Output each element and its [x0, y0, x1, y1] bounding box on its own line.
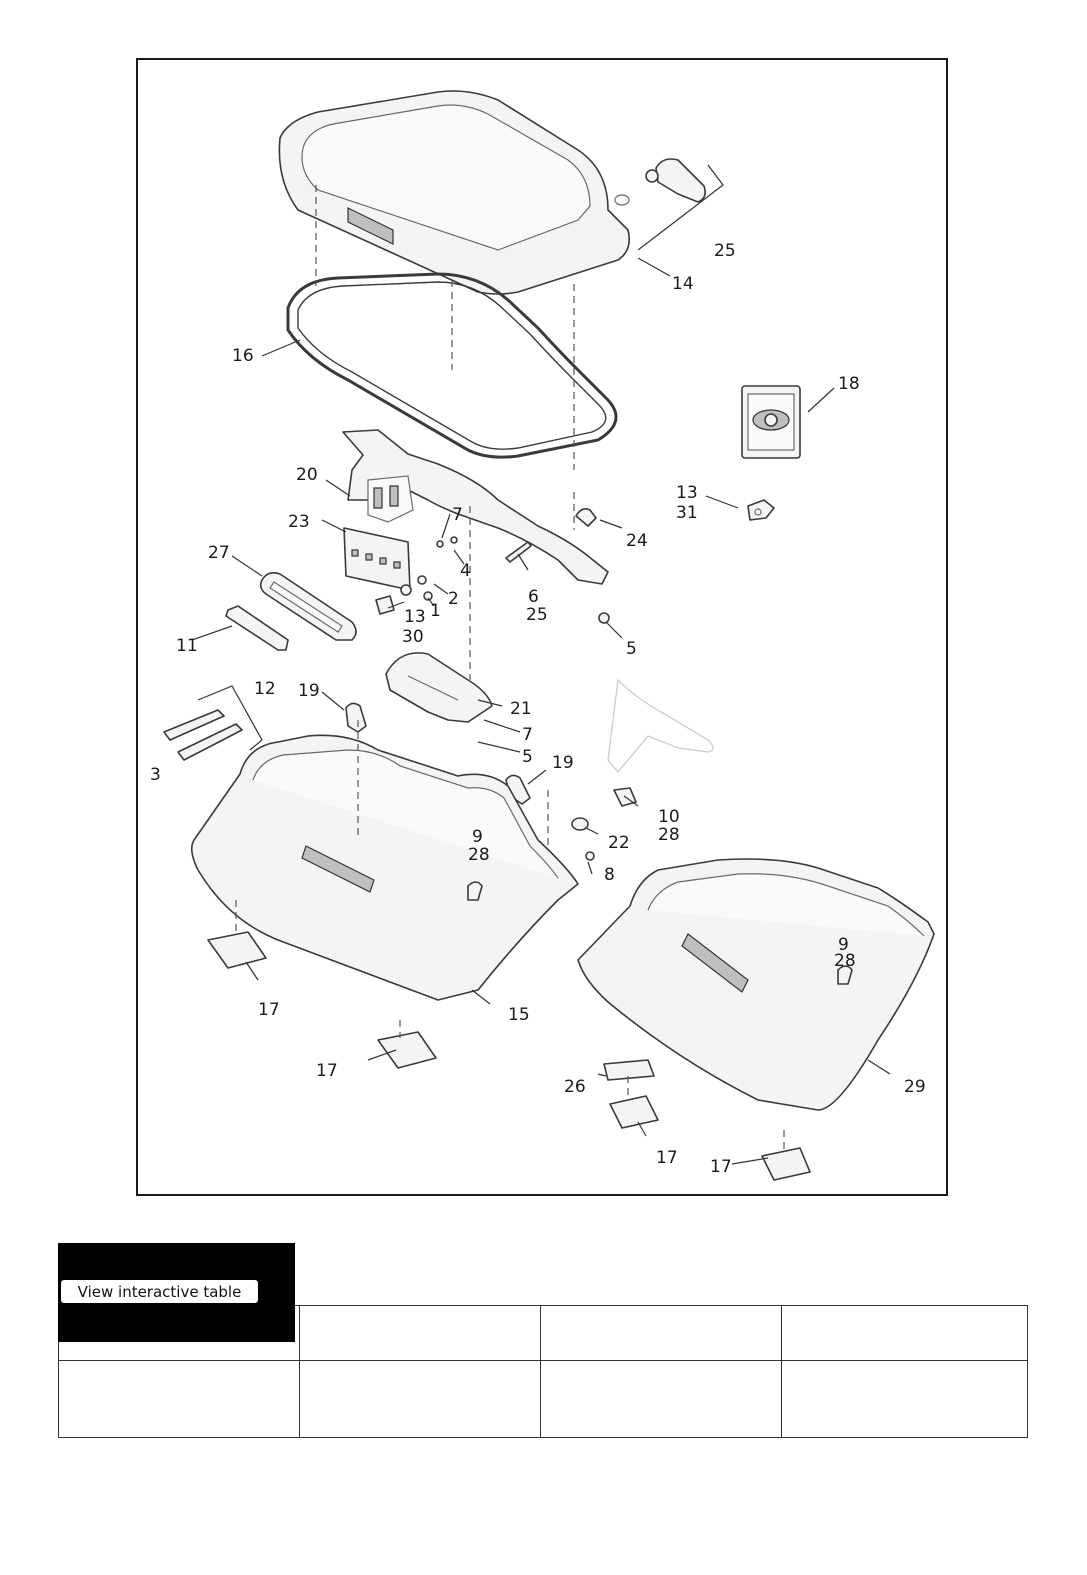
table-header-cell — [299, 1305, 542, 1362]
callout-label: 20 — [296, 465, 318, 485]
lid-gasket — [286, 272, 618, 459]
callout-label: 4 — [460, 561, 471, 581]
left-saddlebag — [190, 734, 579, 1001]
callout-label: 8 — [604, 865, 615, 885]
callout-label: 13 — [676, 483, 698, 503]
callout-label: 25 — [526, 605, 548, 625]
callout-label: 9 — [838, 935, 849, 955]
callout-label: 9 — [472, 827, 483, 847]
lid-handle — [614, 158, 724, 251]
callout-label: 6 — [528, 587, 539, 607]
exploded-parts-diagram: 25 14 16 18 13 31 20 24 23 7 27 4 2 1 6 … — [136, 58, 948, 1196]
callout-label: 17 — [710, 1157, 732, 1177]
callout-label: 7 — [452, 505, 463, 525]
emblem-badge — [741, 385, 801, 459]
callout-label: 12 — [254, 679, 276, 699]
mount-brackets — [207, 931, 811, 1181]
hinge-frame — [342, 429, 609, 585]
callout-label: 17 — [258, 1000, 280, 1020]
latch-clip — [747, 499, 775, 521]
callout-label: 23 — [288, 512, 310, 532]
callout-label: 18 — [838, 374, 860, 394]
trim-strip — [259, 572, 357, 641]
callout-label: 24 — [626, 531, 648, 551]
callout-label: 17 — [656, 1148, 678, 1168]
callout-label: 5 — [522, 747, 533, 767]
callout-label: 19 — [298, 681, 320, 701]
callout-label: 28 — [468, 845, 490, 865]
table-header-cell — [781, 1305, 1028, 1362]
callout-label: 21 — [510, 699, 532, 719]
callout-label: 3 — [150, 765, 161, 785]
callout-label: 27 — [208, 543, 230, 563]
callout-label: 25 — [714, 241, 736, 261]
view-interactive-table-button[interactable]: View interactive table — [61, 1280, 258, 1303]
hinge-bracket — [343, 527, 411, 591]
cover-plate — [385, 652, 493, 723]
callout-label: 11 — [176, 636, 198, 656]
callout-label: 26 — [564, 1077, 586, 1097]
callout-labels: 25 14 16 18 13 31 20 24 23 7 27 4 2 1 6 … — [150, 241, 926, 1177]
callout-label: 2 — [448, 589, 459, 609]
callout-label: 1 — [430, 601, 441, 621]
callout-label: 16 — [232, 346, 254, 366]
right-saddlebag — [577, 858, 935, 1111]
table-cell — [58, 1360, 301, 1438]
table-header-cell — [540, 1305, 783, 1362]
strip-pair — [163, 685, 263, 761]
callout-label: 14 — [672, 274, 694, 294]
callout-label: 22 — [608, 833, 630, 853]
callout-label: 31 — [676, 503, 698, 523]
diagram-canvas: 25 14 16 18 13 31 20 24 23 7 27 4 2 1 6 … — [150, 90, 935, 1181]
callout-label: 19 — [552, 753, 574, 773]
callout-label: 17 — [316, 1061, 338, 1081]
reflector-strip — [225, 605, 289, 651]
table-title-block: View interactive table — [58, 1243, 295, 1342]
leader-lines — [191, 257, 891, 1165]
fasteners — [375, 508, 610, 624]
callout-label: 7 — [522, 725, 533, 745]
assembly-lines — [235, 185, 785, 1152]
callout-label: 30 — [402, 627, 424, 647]
fender-outline — [607, 678, 714, 774]
callout-label: 28 — [834, 951, 856, 971]
callout-label: 5 — [626, 639, 637, 659]
callout-label: 13 — [404, 607, 426, 627]
parts-table: View interactive table — [58, 1243, 1028, 1438]
table-cell — [299, 1360, 542, 1438]
callout-label: 10 — [658, 807, 680, 827]
callout-label: 15 — [508, 1005, 530, 1025]
table-cell — [781, 1360, 1028, 1438]
callout-label: 29 — [904, 1077, 926, 1097]
saddlebag-lid — [278, 90, 631, 295]
table-cell — [540, 1360, 783, 1438]
callout-label: 28 — [658, 825, 680, 845]
